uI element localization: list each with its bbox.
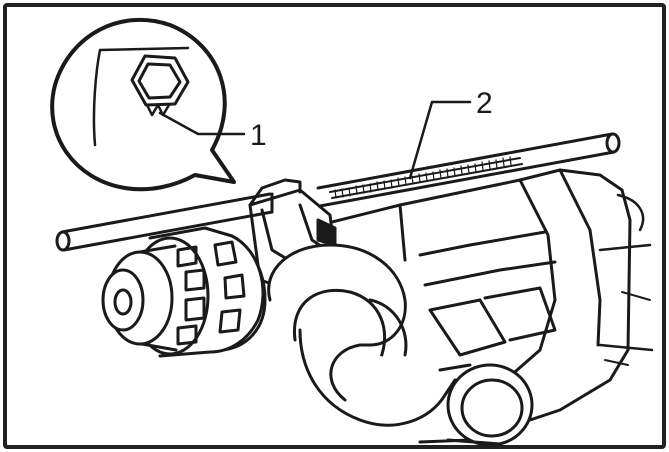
- callout-label-2: 2: [476, 87, 493, 120]
- callout-1-leader: [158, 111, 246, 136]
- callout-2-leader: [408, 100, 472, 180]
- depth-gauge-rod: [55, 132, 621, 252]
- callout-label-1: 1: [250, 119, 267, 152]
- depth-scale-markings: [329, 156, 523, 199]
- side-grip: [267, 243, 534, 447]
- chuck-assembly: [101, 226, 267, 358]
- hex-socket-detail: [92, 46, 190, 147]
